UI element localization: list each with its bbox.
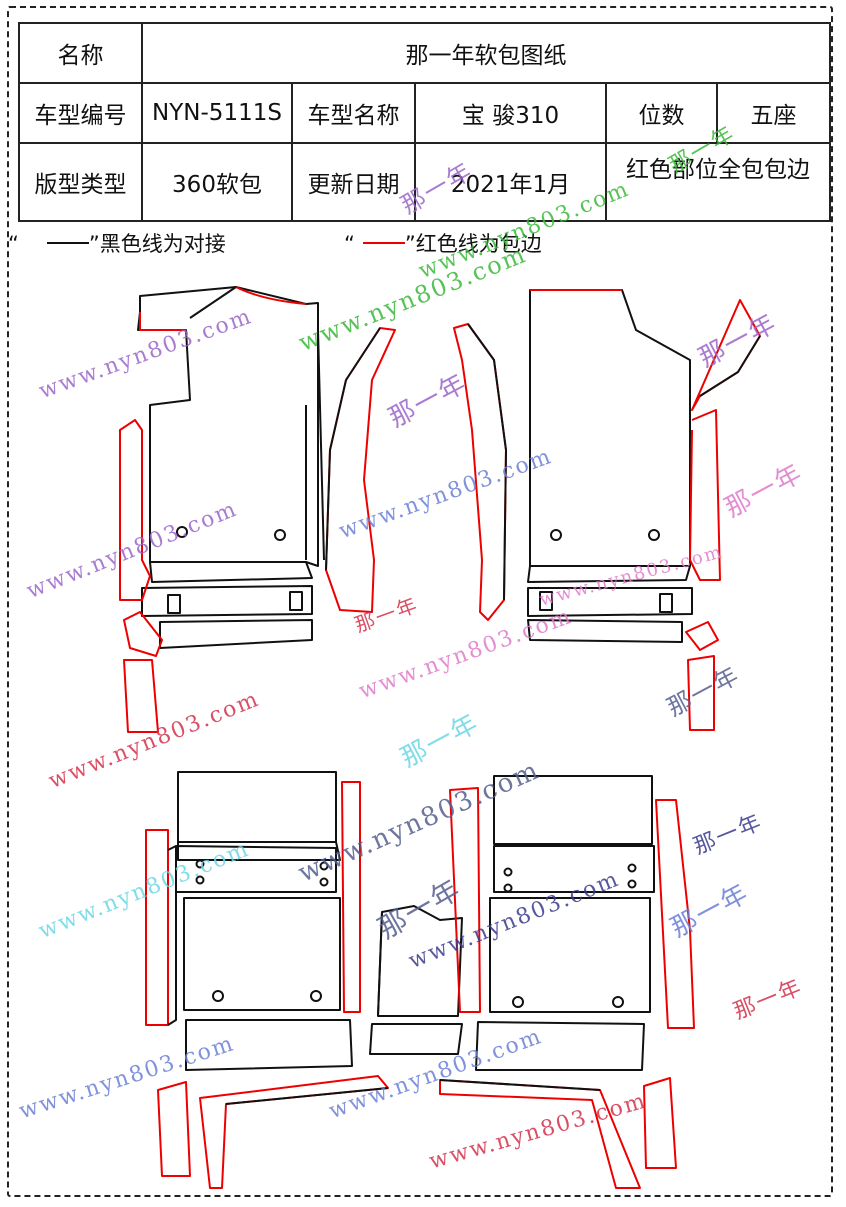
pattern-type-label: 版型类型 [18,142,143,222]
rear-right-mat-pattern [439,775,695,1189]
red-line-swatch [362,242,405,244]
pattern-type: 360软包 [141,142,293,222]
model-code-label: 车型编号 [18,82,143,144]
front-left-side-panel [325,327,396,613]
spec-table: 名称 那一年软包图纸 车型编号 NYN-5111S 车型名称 宝 骏310 位数… [18,22,832,222]
seats-value: 五座 [715,82,832,144]
update-label: 更新日期 [291,142,416,222]
update-date: 2021年1月 [414,142,607,222]
red-edge-note: 红色部位全包包边 [604,142,832,222]
legend-red-line: “”红色线为包边 [344,232,542,256]
model-name: 宝 骏310 [414,82,607,144]
document-title: 那一年软包图纸 [140,22,832,84]
front-right-mat-pattern [527,289,761,731]
model-name-label: 车型名称 [291,82,416,144]
name-label: 名称 [18,22,143,84]
legend-black-line: “”黑色线为对接 [8,232,226,256]
rear-center-hump-pattern [369,905,463,1055]
rear-left-mat-pattern [145,771,389,1189]
model-code: NYN-5111S [141,82,293,144]
front-left-mat-pattern [119,286,325,733]
dashed-page-border [7,6,833,1197]
black-line-swatch [46,242,89,244]
front-right-side-panel [453,323,507,621]
seats-label: 位数 [605,82,718,144]
